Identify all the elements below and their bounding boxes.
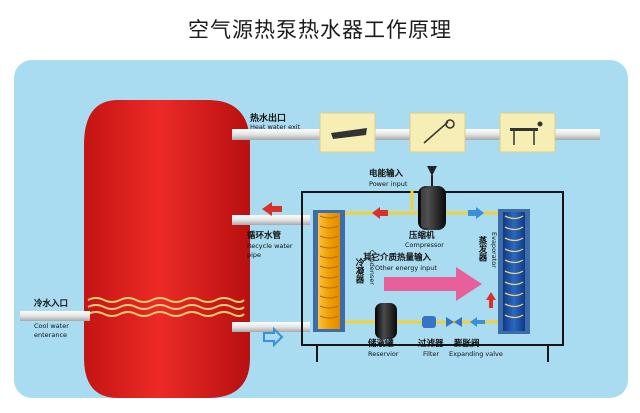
water-tank [84, 100, 250, 398]
condenser-label-en: Condenser [368, 250, 376, 285]
condenser [313, 210, 345, 332]
filter-label-en: Filter [423, 350, 439, 358]
flow-arrow-up [486, 292, 496, 308]
cool-water-pipe [20, 311, 90, 321]
page-title: 空气源热泵热水器工作原理 [188, 18, 452, 42]
compressor-label: 压缩机 [409, 230, 435, 241]
shower-icon [409, 112, 466, 153]
flow-arrow-left [470, 317, 485, 327]
hot-water-exit-label: 热水出口 [250, 112, 286, 124]
filter-label: 过滤器 [418, 338, 444, 349]
recycle-water-pipe [232, 215, 310, 225]
cool-water-label-en2: enterance [34, 331, 67, 339]
recycle-pipe-label-en2: pipe [247, 251, 261, 259]
cool-water-label-en: Cool water [34, 322, 69, 330]
filter [422, 316, 436, 328]
expanding-valve-label-en: Expanding valve [449, 350, 503, 358]
tank-heat-wave [87, 311, 245, 317]
power-input-label-en: Power input [369, 180, 408, 188]
power-input-arrow [427, 166, 437, 176]
tank-heat-wave [87, 304, 245, 310]
evaporator-label-en: Evaporator [490, 232, 498, 268]
recycle-pipe-label: 循环水管 [247, 230, 282, 241]
evaporator [498, 209, 530, 334]
compressor-label-en: Compressor [405, 241, 444, 249]
bathtub-icon [319, 112, 376, 153]
reservoir-label-en: Reservior [368, 350, 399, 358]
reservoir-label: 储液罐 [367, 338, 394, 349]
power-input-label: 电能输入 [369, 168, 404, 179]
flow-arrow-left [372, 207, 388, 219]
flow-arrow-right [468, 207, 484, 219]
reservoir [375, 303, 397, 339]
evaporator-label: 蒸发器 [477, 235, 488, 262]
other-energy-label-en: Other energy input [375, 264, 437, 272]
flow-arrow-right [263, 326, 284, 348]
hot-water-exit-label-en: Heat water exit [250, 123, 301, 131]
return-water-pipe [232, 322, 310, 332]
tank-heat-wave [87, 297, 245, 303]
energy-input-arrow [384, 267, 482, 301]
condenser-label: 冷凝器 [354, 257, 365, 284]
washbasin-icon [499, 112, 556, 153]
expanding-valve-label: 膨胀阀 [453, 338, 480, 349]
cool-water-label: 冷水入口 [34, 298, 68, 309]
compressor [418, 186, 446, 230]
flow-arrow-left [262, 202, 282, 216]
recycle-pipe-label-en: Recycle water [247, 242, 293, 250]
expanding-valve [446, 317, 462, 327]
other-energy-label: 其它介质热量输入 [363, 252, 432, 263]
